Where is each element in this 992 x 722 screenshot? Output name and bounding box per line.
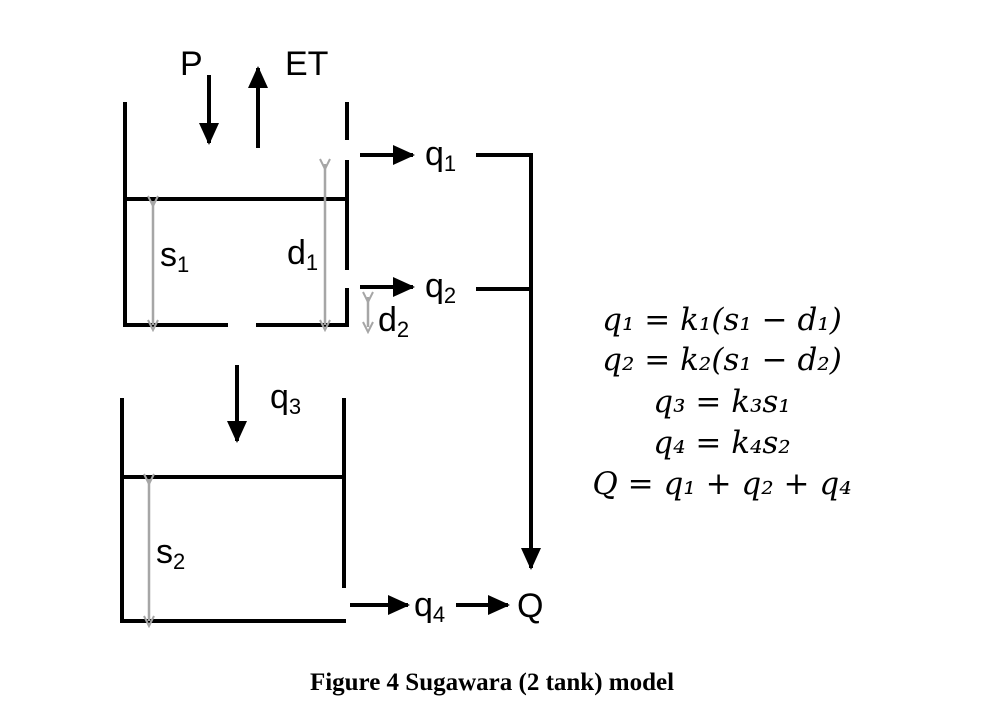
label-d2: d2 xyxy=(378,301,409,342)
lower-tank xyxy=(120,398,346,623)
label-q4: q4 xyxy=(414,586,445,627)
equations: q₁ = k₁(s₁ − d₁) q₂ = k₂(s₁ − d₂) q₃ = k… xyxy=(592,302,851,502)
figure-caption: Figure 4 Sugawara (2 tank) model xyxy=(310,669,674,696)
label-q-total: Q xyxy=(517,587,543,625)
equation-q2: q₂ = k₂(s₁ − d₂) xyxy=(602,342,842,378)
label-p: P xyxy=(180,45,203,83)
label-q3: q3 xyxy=(270,378,301,419)
upper-tank xyxy=(123,102,349,327)
label-q2: q2 xyxy=(425,267,456,308)
q1-channel xyxy=(476,153,533,550)
equation-q3: q₃ = k₃s₁ xyxy=(653,384,791,420)
equation-q1: q₁ = k₁(s₁ − d₁) xyxy=(602,302,842,338)
label-d1: d1 xyxy=(287,234,318,275)
label-q1: q1 xyxy=(425,135,456,176)
equation-q-total: Q = q₁ + q₂ + q₄ xyxy=(592,466,851,502)
label-et: ET xyxy=(285,45,328,83)
label-s2: s2 xyxy=(156,533,185,574)
label-s1: s1 xyxy=(160,236,189,277)
equation-q4: q₄ = k₄s₂ xyxy=(653,425,791,461)
